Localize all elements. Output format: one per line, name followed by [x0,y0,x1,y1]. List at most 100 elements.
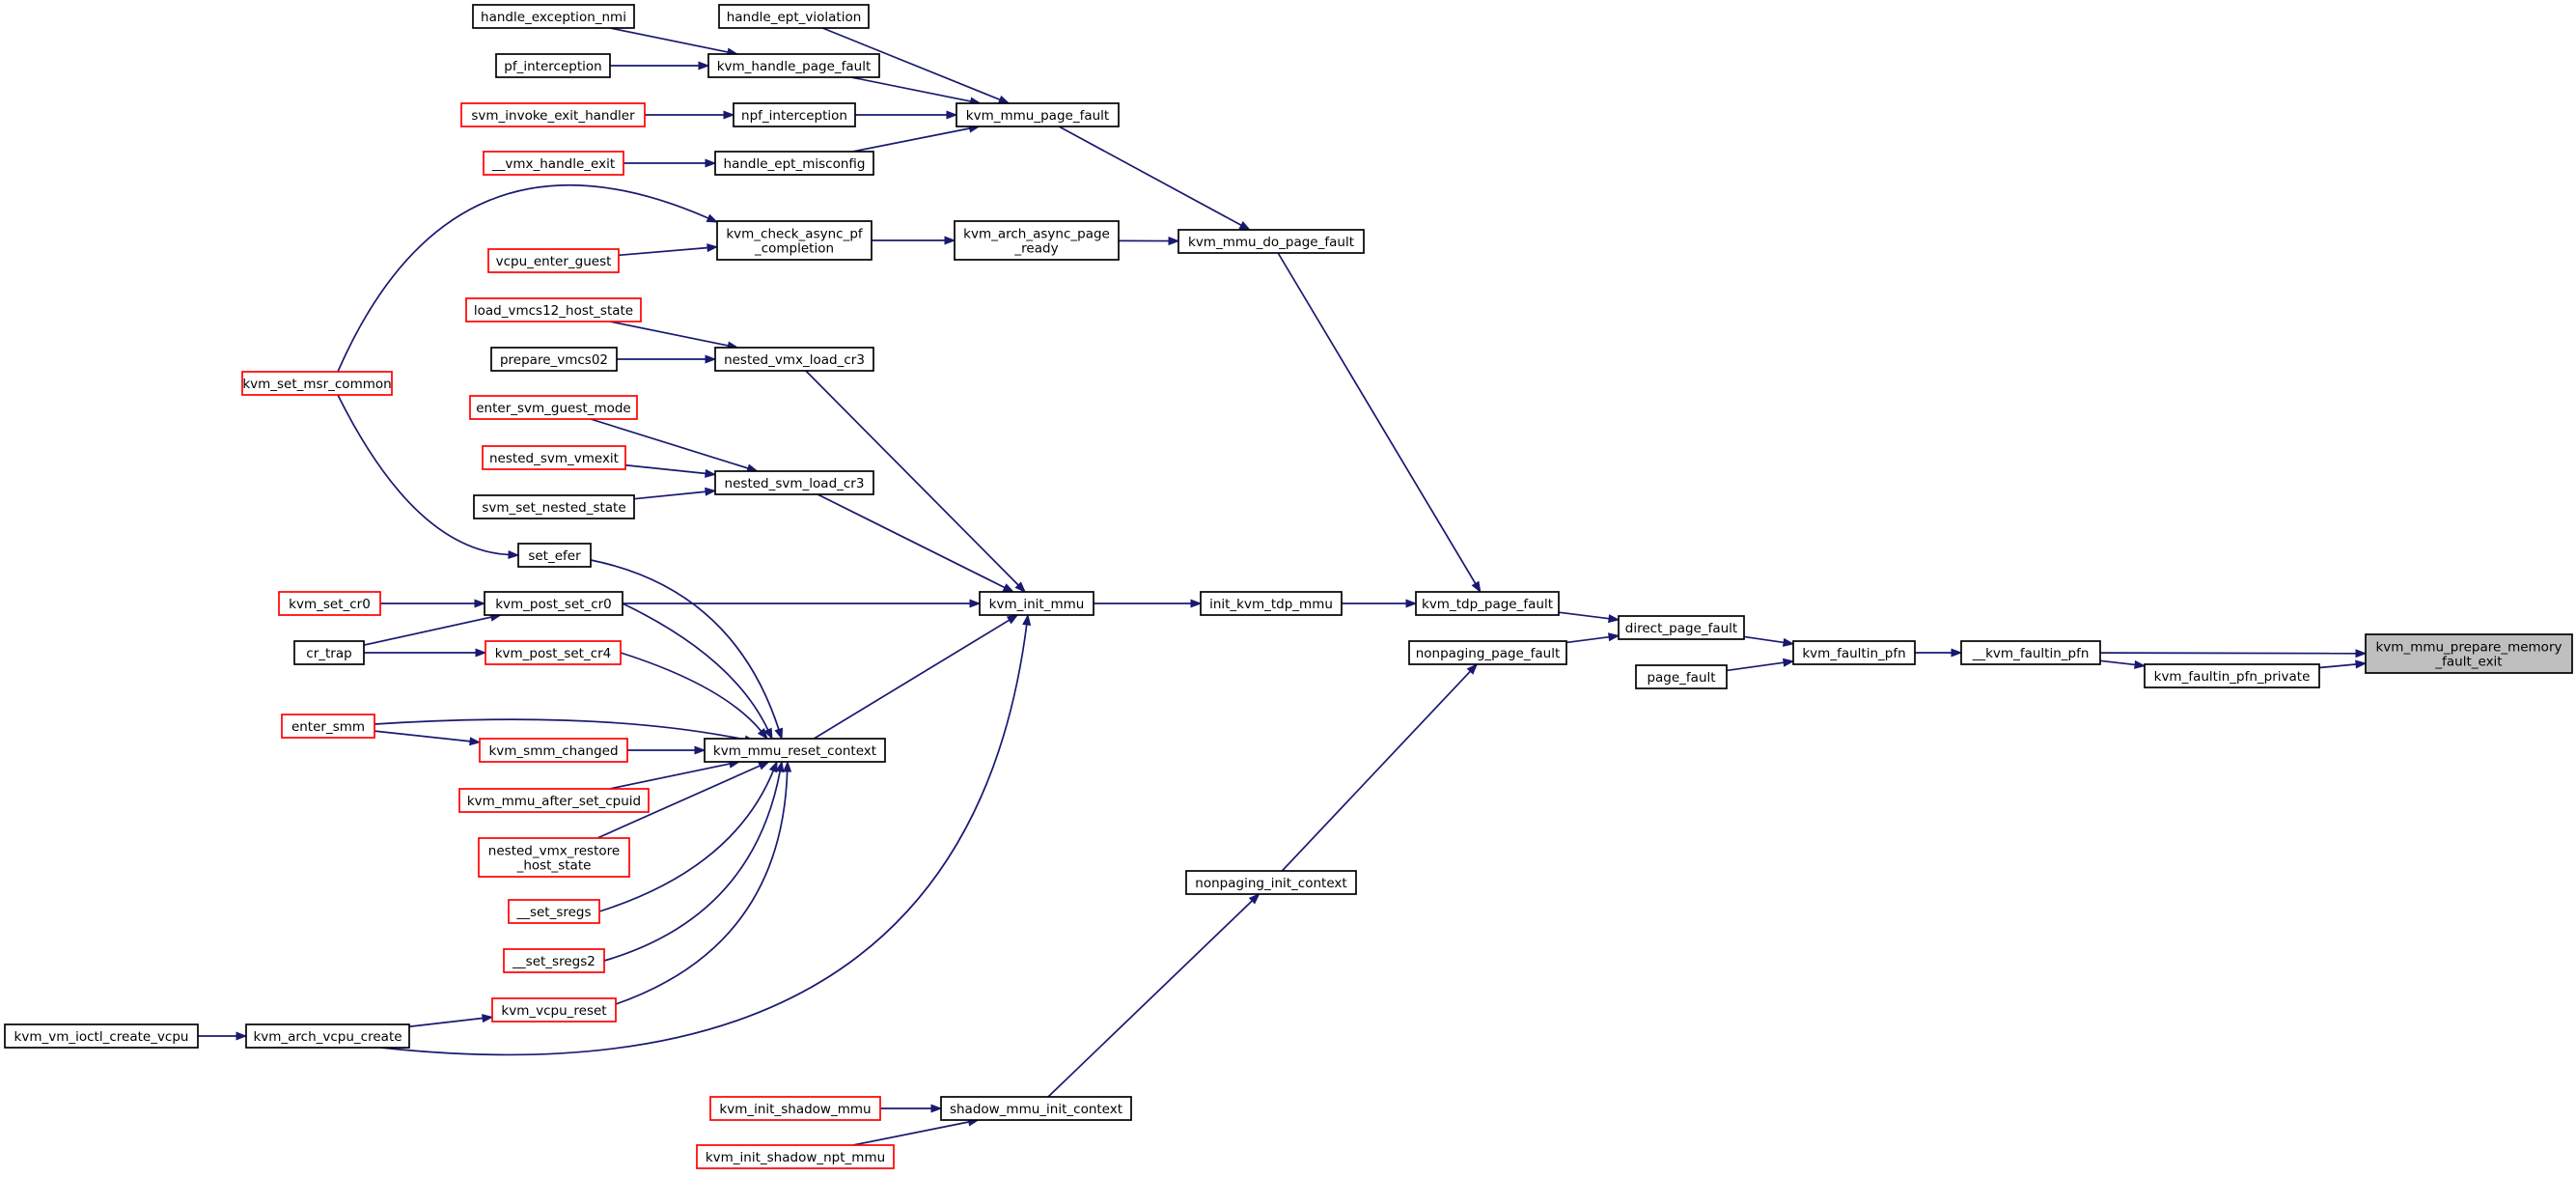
graph-node-kvm-arch-vcpu-create[interactable]: kvm_arch_vcpu_create [245,1023,410,1049]
node-box [293,640,365,665]
arrow-head [698,61,710,70]
node-label: handle_ept_violation [727,10,862,25]
node-label: kvm_mmu_reset_context [713,743,876,759]
graph-node-svm-set-nested-state[interactable]: svm_set_nested_state [473,494,635,519]
node-box [1960,640,2101,665]
graph-node-shadow-mmu-init-context[interactable]: shadow_mmu_init_context [940,1096,1132,1121]
node-box [979,591,1094,616]
node-label: load_vmcs12_host_state [474,303,633,319]
node-label: kvm_check_async_pf [726,227,864,242]
graph-node-root[interactable]: kvm_mmu_prepare_memory_fault_exit [2365,633,2573,674]
graph-node-init-kvm-tdp-mmu[interactable]: init_kvm_tdp_mmu [1200,591,1343,616]
graph-node-vcpu-enter-guest[interactable]: vcpu_enter_guest [487,248,620,273]
graph-node-prepare-vmcs02[interactable]: prepare_vmcs02 [490,347,618,372]
graph-node---set-sregs[interactable]: __set_sregs [508,899,600,924]
node-label: enter_svm_guest_mode [476,401,630,416]
edge-nested-svm-load-cr3-to-kvm-init-mmu [817,493,1015,593]
node-label: kvm_post_set_cr4 [495,646,612,661]
graph-node-nested-vmx-restore-host-state[interactable]: nested_vmx_restore_host_state [478,837,630,878]
node-box [696,1144,895,1169]
node-label: __vmx_handle_exit [491,156,615,172]
graph-node-svm-invoke-exit-handler[interactable]: svm_invoke_exit_handler [460,102,646,127]
graph-node-page-fault[interactable]: page_fault [1635,664,1728,689]
graph-node-kvm-check-async-pf-completion[interactable]: kvm_check_async_pf_completion [716,220,873,261]
node-box [733,102,856,127]
edge-kvm-faultin-pfn-private-to-root [2318,659,2368,669]
edge-line [622,603,769,732]
graph-node---set-sregs2[interactable]: __set_sregs2 [503,948,605,973]
edge-kvm-post-set-cr0-to-kvm-mmu-reset-context [622,603,773,741]
graph-node---kvm-faultin-pfn[interactable]: __kvm_faultin_pfn [1960,640,2101,665]
graph-node-kvm-set-cr0[interactable]: kvm_set_cr0 [278,591,381,616]
edge-kvm-set-msr-common-to-set-efer [337,394,520,560]
graph-node-kvm-set-msr-common[interactable]: kvm_set_msr_common [241,371,393,396]
graph-node-kvm-mmu-do-page-fault[interactable]: kvm_mmu_do_page_fault [1177,229,1365,254]
edge-line [1565,635,1611,644]
graph-node-pf-interception[interactable]: pf_interception [495,53,611,78]
graph-node-nonpaging-page-fault[interactable]: nonpaging_page_fault [1408,640,1567,665]
graph-node-load-vmcs12-host-state[interactable]: load_vmcs12_host_state [465,297,642,322]
node-box [479,738,628,763]
graph-node-kvm-mmu-after-set-cpuid[interactable]: kvm_mmu_after_set_cpuid [458,788,650,813]
arrow-head [705,158,717,168]
node-box [4,1023,199,1049]
node-box [469,395,638,420]
graph-node-kvm-mmu-reset-context[interactable]: kvm_mmu_reset_context [704,738,886,763]
graph-node-kvm-init-shadow-mmu[interactable]: kvm_init_shadow_mmu [709,1096,881,1121]
graph-node-kvm-init-mmu[interactable]: kvm_init_mmu [979,591,1094,616]
edge---kvm-faultin-pfn-to-root [2099,649,2368,659]
graph-node-handle-ept-misconfig[interactable]: handle_ept_misconfig [714,151,874,176]
edge---set-sregs2-to-kvm-mmu-reset-context [603,760,785,962]
arrow-head [763,727,773,741]
edge-line [1726,661,1786,672]
graph-node-kvm-post-set-cr4[interactable]: kvm_post_set_cr4 [485,640,622,665]
graph-node-kvm-handle-page-fault[interactable]: kvm_handle_page_fault [707,53,880,78]
graph-node-kvm-init-shadow-npt-mmu[interactable]: kvm_init_shadow_npt_mmu [696,1144,895,1169]
graph-node-nested-vmx-load-cr3[interactable]: nested_vmx_load_cr3 [714,347,874,372]
graph-node-handle-exception-nmi[interactable]: handle_exception_nmi [472,4,635,29]
arrow-head [469,737,482,746]
arrow-head [1006,614,1019,625]
node-label: direct_page_fault [1625,621,1737,636]
graph-node-kvm-smm-changed[interactable]: kvm_smm_changed [479,738,628,763]
graph-node-kvm-mmu-page-fault[interactable]: kvm_mmu_page_fault [956,102,1120,127]
node-label: cr_trap [306,646,351,661]
graph-node-nested-svm-vmexit[interactable]: nested_svm_vmexit [482,445,626,470]
node-box [2365,633,2573,674]
edge-line [2099,652,2358,655]
graph-node-kvm-faultin-pfn-private[interactable]: kvm_faultin_pfn_private [2144,663,2320,688]
edge-line [337,183,710,373]
arrow-head [997,95,1011,104]
arrow-head [705,354,717,364]
node-box [503,948,605,973]
graph-node-set-efer[interactable]: set_efer [517,543,592,568]
graph-node-nested-svm-load-cr3[interactable]: nested_svm_load_cr3 [714,470,874,495]
node-label: kvm_mmu_do_page_fault [1188,235,1354,250]
arrow-head [783,760,792,772]
graph-node---vmx-handle-exit[interactable]: __vmx_handle_exit [483,151,624,176]
arrow-head [1014,581,1027,593]
edge-kvm-init-mmu-to-init-kvm-tdp-mmu [1094,599,1203,608]
graph-node-enter-svm-guest-mode[interactable]: enter_svm_guest_mode [469,395,638,420]
graph-node-handle-ept-violation[interactable]: handle_ept_violation [718,4,870,29]
graph-node-kvm-arch-async-page-ready[interactable]: kvm_arch_async_page_ready [954,220,1120,261]
graph-node-cr-trap[interactable]: cr_trap [293,640,365,665]
arrow-head [1608,614,1620,624]
graph-node-kvm-vm-ioctl-create-vcpu[interactable]: kvm_vm_ioctl_create_vcpu [4,1023,199,1049]
node-box [460,102,646,127]
node-label: _host_state [516,858,592,874]
graph-node-kvm-vcpu-reset[interactable]: kvm_vcpu_reset [491,997,617,1023]
node-box [718,4,870,29]
edge-svm-set-nested-state-to-nested-svm-load-cr3 [633,487,717,500]
graph-node-direct-page-fault[interactable]: direct_page_fault [1618,615,1745,640]
arrow-head [946,110,958,120]
graph-node-kvm-post-set-cr0[interactable]: kvm_post_set_cr0 [484,591,623,616]
graph-node-nonpaging-init-context[interactable]: nonpaging_init_context [1185,870,1357,895]
graph-node-kvm-tdp-page-fault[interactable]: kvm_tdp_page_fault [1415,591,1560,616]
graph-node-enter-smm[interactable]: enter_smm [281,714,375,739]
node-layer: kvm_mmu_prepare_memory_fault_exit kvm_fau… [4,4,2573,1169]
graph-node-kvm-faultin-pfn[interactable]: kvm_faultin_pfn [1792,640,1916,665]
node-label: nested_svm_load_cr3 [725,476,865,491]
graph-node-npf-interception[interactable]: npf_interception [733,102,856,127]
